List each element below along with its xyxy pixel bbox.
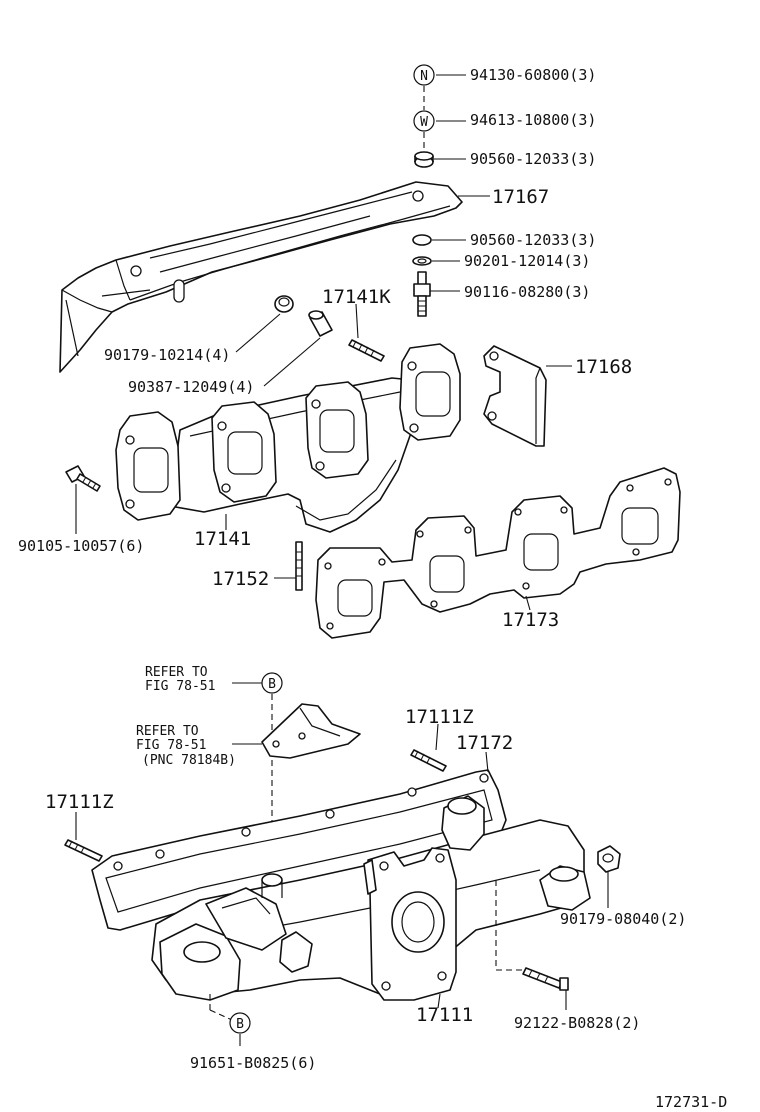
stud-92122-icon: [522, 967, 569, 991]
insulator-17168: [483, 345, 547, 447]
heat-insulator-cover: [59, 181, 463, 373]
stud-17111Z-left: [64, 839, 103, 862]
label-17141: 17141: [194, 528, 251, 550]
stud-17152-icon: [295, 541, 303, 591]
label-17141K: 17141K: [322, 286, 391, 308]
label-92122: 92122-B0828(2): [514, 1014, 640, 1032]
refer-top-line2: FIG 78-51: [145, 679, 215, 694]
nut-90179-08040-icon: [597, 845, 621, 873]
label-17111Z-left: 17111Z: [45, 791, 114, 813]
marker-b-bottom: B: [229, 1012, 251, 1034]
label-90560-mid: 90560-12033(3): [470, 231, 596, 249]
refer-mid-line1: REFER TO: [136, 724, 199, 739]
bracket-icon: [261, 703, 361, 759]
label-17167: 17167: [492, 186, 549, 208]
label-17152: 17152: [212, 568, 269, 590]
svg-text:W: W: [420, 115, 428, 130]
stud-90116-icon: [413, 271, 431, 317]
label-94130: 94130-60800(3): [470, 66, 596, 84]
refer-mid-line2: FIG 78-51: [136, 738, 206, 753]
label-91651: 91651-B0825(6): [190, 1054, 316, 1072]
svg-text:N: N: [420, 69, 428, 84]
bush-90179-icon: [274, 295, 294, 313]
label-17172: 17172: [456, 732, 513, 754]
intake-manifold-17111: [151, 795, 591, 1001]
label-90105: 90105-10057(6): [18, 537, 144, 555]
label-90560-top: 90560-12033(3): [470, 150, 596, 168]
collar-90387-icon: [308, 310, 333, 337]
label-17111: 17111: [416, 1004, 473, 1026]
nut-marker: N: [413, 64, 435, 86]
washer-90201-icon: [412, 256, 432, 266]
collar-top-icon: [414, 151, 434, 168]
label-17168: 17168: [575, 356, 632, 378]
stud-17111Z-right: [410, 749, 447, 772]
collar-mid-icon: [412, 234, 432, 246]
label-90201: 90201-12014(3): [464, 252, 590, 270]
marker-b-top: B: [261, 672, 283, 694]
label-17173: 17173: [502, 609, 559, 631]
label-90179-08040: 90179-08040(2): [560, 910, 686, 928]
label-90387: 90387-12049(4): [128, 378, 254, 396]
label-17111Z-right: 17111Z: [405, 706, 474, 728]
svg-text:B: B: [236, 1017, 244, 1032]
label-90116: 90116-08280(3): [464, 283, 590, 301]
svg-text:B: B: [268, 677, 276, 692]
refer-top-line1: REFER TO: [145, 665, 208, 680]
figure-code: 172731-D: [655, 1093, 727, 1111]
label-90179-10214: 90179-10214(4): [104, 346, 230, 364]
exhaust-gasket-17173: [315, 467, 681, 639]
exhaust-manifold-17141: [115, 343, 461, 533]
stud-17141K-icon: [348, 339, 385, 362]
refer-mid-line3: (PNC 78184B): [142, 753, 236, 768]
label-94613: 94613-10800(3): [470, 111, 596, 129]
intake-gasket-17172: [91, 769, 507, 931]
bolt-90105-icon: [65, 465, 101, 492]
washer-marker: W: [413, 110, 435, 132]
